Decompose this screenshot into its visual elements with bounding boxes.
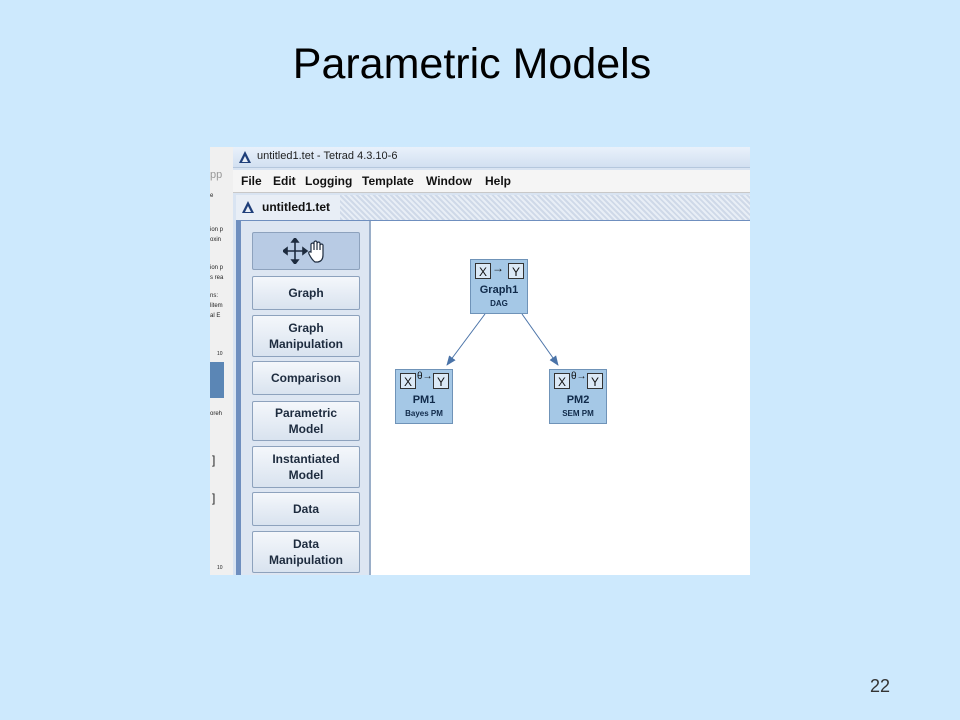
tool-palette: Graph Graph Manipulation Comparison Para… bbox=[241, 221, 371, 575]
arrow-icon: → bbox=[492, 261, 504, 275]
node-box-x: X bbox=[400, 373, 416, 389]
theta-arrow-icon: θ→ bbox=[417, 371, 433, 382]
theta-arrow-icon: θ→ bbox=[571, 371, 587, 382]
menu-help[interactable]: Help bbox=[485, 174, 512, 188]
bg-fragment: s rea bbox=[210, 275, 224, 281]
node-box-y: Y bbox=[508, 263, 524, 279]
graph-manipulation-button[interactable]: Graph Manipulation bbox=[252, 315, 360, 357]
page-number: 22 bbox=[870, 676, 891, 696]
window-titlebar[interactable]: untitled1.tet - Tetrad 4.3.10-6 bbox=[233, 147, 750, 168]
node-pm2[interactable]: X θ→ Y PM2 SEM PM bbox=[549, 369, 607, 424]
bg-fragment: ion p bbox=[210, 265, 224, 271]
node-graph1[interactable]: X → Y Graph1 DAG bbox=[470, 259, 528, 314]
bg-bracket: ] bbox=[212, 453, 216, 467]
menu-bar: File Edit Logging Template Window Help bbox=[233, 170, 750, 193]
data-manipulation-button[interactable]: Data Manipulation bbox=[252, 531, 360, 573]
bg-fragment: oxin bbox=[210, 237, 222, 243]
node-pm1[interactable]: X θ→ Y PM1 Bayes PM bbox=[395, 369, 453, 424]
menu-edit[interactable]: Edit bbox=[273, 174, 296, 188]
bg-fragment: litem bbox=[210, 303, 223, 309]
bg-bracket: ] bbox=[212, 491, 216, 505]
bg-fragment: pp bbox=[210, 169, 223, 181]
edge-graph1-pm1[interactable] bbox=[446, 313, 486, 366]
background-window: pp e ion p oxin ion p s rea ns: litem al… bbox=[210, 147, 234, 575]
node-box-y: Y bbox=[587, 373, 603, 389]
data-button[interactable]: Data bbox=[252, 492, 360, 526]
menu-window[interactable]: Window bbox=[426, 174, 472, 188]
menu-template[interactable]: Template bbox=[362, 174, 414, 188]
bg-fragment: 10 bbox=[217, 565, 223, 571]
node-name: PM1 bbox=[412, 394, 436, 406]
tetrad-logo-icon bbox=[239, 151, 251, 163]
slide-title: Parametric Models bbox=[292, 40, 652, 88]
bg-selection bbox=[210, 362, 224, 398]
comparison-button[interactable]: Comparison bbox=[252, 361, 360, 395]
menu-file[interactable]: File bbox=[241, 174, 262, 188]
node-type: DAG bbox=[490, 299, 508, 308]
document-titlebar[interactable]: untitled1.tet bbox=[236, 195, 750, 220]
node-name: PM2 bbox=[566, 394, 590, 406]
menu-logging[interactable]: Logging bbox=[305, 174, 353, 188]
node-type: SEM PM bbox=[562, 409, 594, 418]
node-box-x: X bbox=[554, 373, 570, 389]
node-box-y: Y bbox=[433, 373, 449, 389]
bg-fragment: ns: bbox=[210, 293, 219, 299]
tetrad-logo-icon bbox=[242, 201, 254, 213]
select-move-tool-button[interactable] bbox=[252, 232, 360, 270]
node-name: Graph1 bbox=[479, 284, 519, 296]
bg-fragment: 10 bbox=[217, 351, 223, 357]
bg-fragment: oreh bbox=[210, 411, 223, 417]
bg-fragment: ion p bbox=[210, 227, 224, 233]
bg-fragment: al E bbox=[210, 313, 221, 319]
instantiated-model-button[interactable]: Instantiated Model bbox=[252, 446, 360, 488]
document-title: untitled1.tet bbox=[236, 195, 340, 220]
parametric-model-button[interactable]: Parametric Model bbox=[252, 401, 360, 441]
graph-button[interactable]: Graph bbox=[252, 276, 360, 310]
node-type: Bayes PM bbox=[405, 409, 443, 418]
tetrad-screenshot: pp e ion p oxin ion p s rea ns: litem al… bbox=[210, 147, 750, 575]
edge-graph1-pm2[interactable] bbox=[521, 313, 559, 366]
edges-layer bbox=[446, 313, 559, 366]
document-frame: untitled1.tet bbox=[236, 195, 750, 575]
move-hand-icon bbox=[283, 238, 324, 264]
session-canvas[interactable]: X → Y Graph1 DAG X θ→ Y PM1 Bayes PM X θ… bbox=[371, 221, 750, 575]
tetrad-window: untitled1.tet - Tetrad 4.3.10-6 File Edi… bbox=[233, 147, 750, 575]
node-box-x: X bbox=[475, 263, 491, 279]
bg-fragment: e bbox=[210, 193, 214, 199]
window-title: untitled1.tet - Tetrad 4.3.10-6 bbox=[257, 150, 398, 162]
